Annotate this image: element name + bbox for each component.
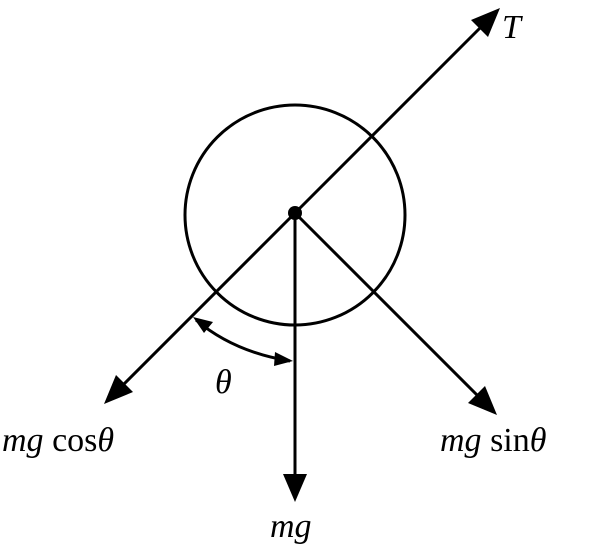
mg-sin-prefix: mg [440,422,482,459]
mg-cos-label: mg cosθ [2,422,114,459]
mg-cos-arrow [108,211,297,400]
weight-label: mg [270,508,312,545]
tension-label: T [502,9,523,46]
weight-arrowhead [283,474,307,502]
mg-sin-label: mg sinθ [440,422,546,459]
center-point [288,206,302,220]
angle-label: θ [215,364,232,401]
mg-sin-arrow [293,211,492,410]
mg-cos-prefix: mg [2,422,44,459]
mg-cos-func: cos [52,422,97,459]
mg-sin-arrowhead [468,386,497,415]
tension-arrowhead [471,8,500,37]
angle-arc-arrowhead-right [274,352,293,366]
mg-cos-arrowhead [104,375,133,404]
mg-cos-theta: θ [97,422,114,459]
angle-arc-arrowhead-left [193,317,213,333]
mg-sin-theta: θ [530,422,547,459]
tension-arrow [293,11,497,215]
mg-sin-func: sin [490,422,530,459]
